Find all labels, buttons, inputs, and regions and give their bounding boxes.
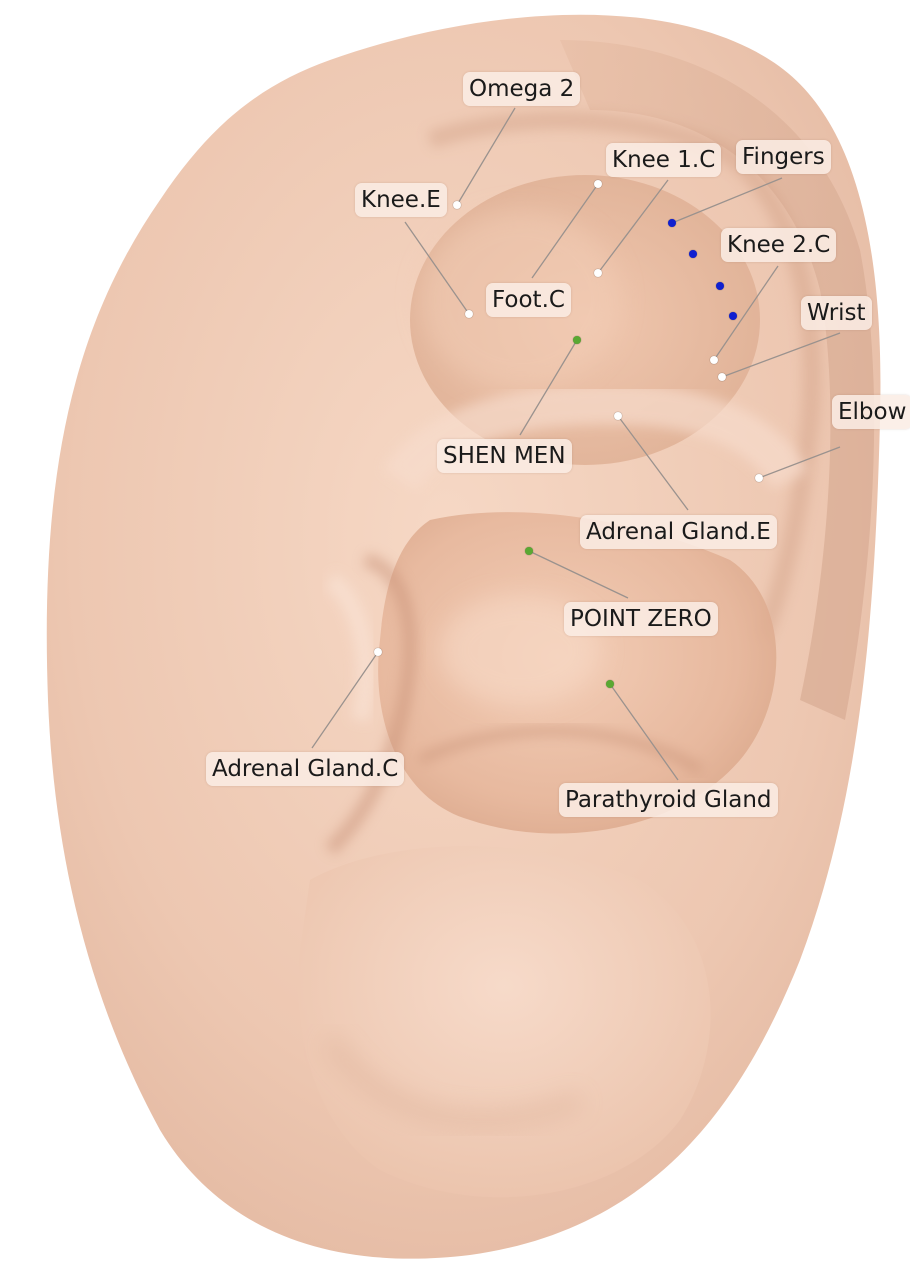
label-shen-men[interactable]: SHEN MEN bbox=[437, 439, 572, 473]
point-dot-shen-men[interactable] bbox=[573, 336, 581, 344]
point-dot-fingers[interactable] bbox=[668, 219, 676, 227]
point-dot-point-zero[interactable] bbox=[525, 547, 533, 555]
label-adrenal-gland-e[interactable]: Adrenal Gland.E bbox=[580, 515, 777, 549]
point-dot-parathyroid-gland[interactable] bbox=[606, 680, 614, 688]
label-knee-1-c[interactable]: Knee 1.C bbox=[606, 143, 722, 177]
point-dot-adrenal-gland-e[interactable] bbox=[614, 412, 622, 420]
label-fingers[interactable]: Fingers bbox=[736, 140, 831, 174]
point-dot-wrist[interactable] bbox=[718, 373, 726, 381]
point-dot-blue-2[interactable] bbox=[689, 250, 697, 258]
label-knee-e[interactable]: Knee.E bbox=[355, 183, 447, 217]
point-dot-adrenal-gland-c[interactable] bbox=[374, 648, 382, 656]
label-wrist[interactable]: Wrist bbox=[801, 296, 872, 330]
label-parathyroid-gland[interactable]: Parathyroid Gland bbox=[559, 783, 778, 817]
label-adrenal-gland-c[interactable]: Adrenal Gland.C bbox=[206, 752, 405, 786]
point-dot-knee-1-c[interactable] bbox=[594, 269, 602, 277]
label-omega-2[interactable]: Omega 2 bbox=[463, 72, 581, 106]
point-dot-blue-4[interactable] bbox=[729, 312, 737, 320]
point-dot-foot-c[interactable] bbox=[594, 180, 602, 188]
label-point-zero[interactable]: POINT ZERO bbox=[564, 602, 718, 636]
point-dot-knee-2-c[interactable] bbox=[710, 356, 718, 364]
label-foot-c[interactable]: Foot.C bbox=[486, 283, 571, 317]
label-elbow[interactable]: Elbow bbox=[832, 395, 910, 429]
leader-lines bbox=[311, 107, 841, 781]
point-dot-blue-3[interactable] bbox=[716, 282, 724, 290]
point-dot-omega-2[interactable] bbox=[453, 201, 461, 209]
point-dot-knee-e[interactable] bbox=[465, 310, 473, 318]
point-dot-elbow[interactable] bbox=[755, 474, 763, 482]
label-knee-2-c[interactable]: Knee 2.C bbox=[721, 228, 837, 262]
